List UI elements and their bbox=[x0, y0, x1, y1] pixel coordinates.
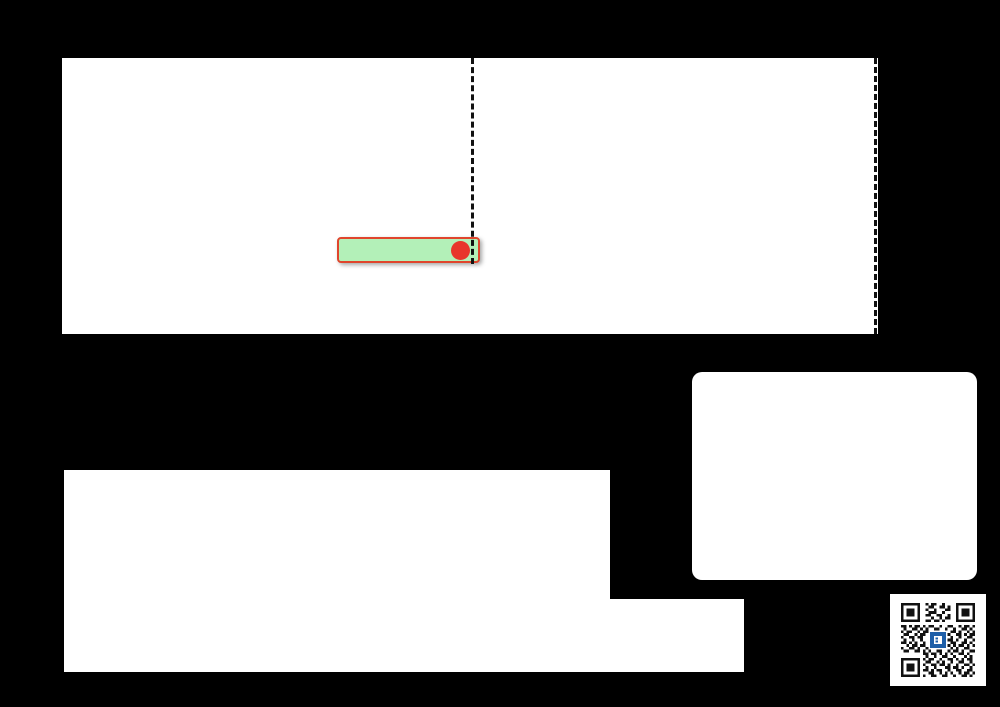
plan-right-edge-dashed-line bbox=[874, 58, 877, 334]
top-plan-background bbox=[62, 58, 878, 334]
qr-code-panel[interactable] bbox=[890, 594, 986, 686]
bottom-plan-background-2 bbox=[64, 599, 744, 672]
semester-divider-dashed-line bbox=[471, 58, 474, 264]
qr-code-icon bbox=[898, 600, 978, 680]
bottom-plan-background-1 bbox=[64, 470, 610, 601]
key-panel bbox=[692, 372, 977, 580]
msc45-badge-icon bbox=[451, 240, 470, 260]
msc45-overlay-badge-cell[interactable] bbox=[337, 237, 480, 263]
